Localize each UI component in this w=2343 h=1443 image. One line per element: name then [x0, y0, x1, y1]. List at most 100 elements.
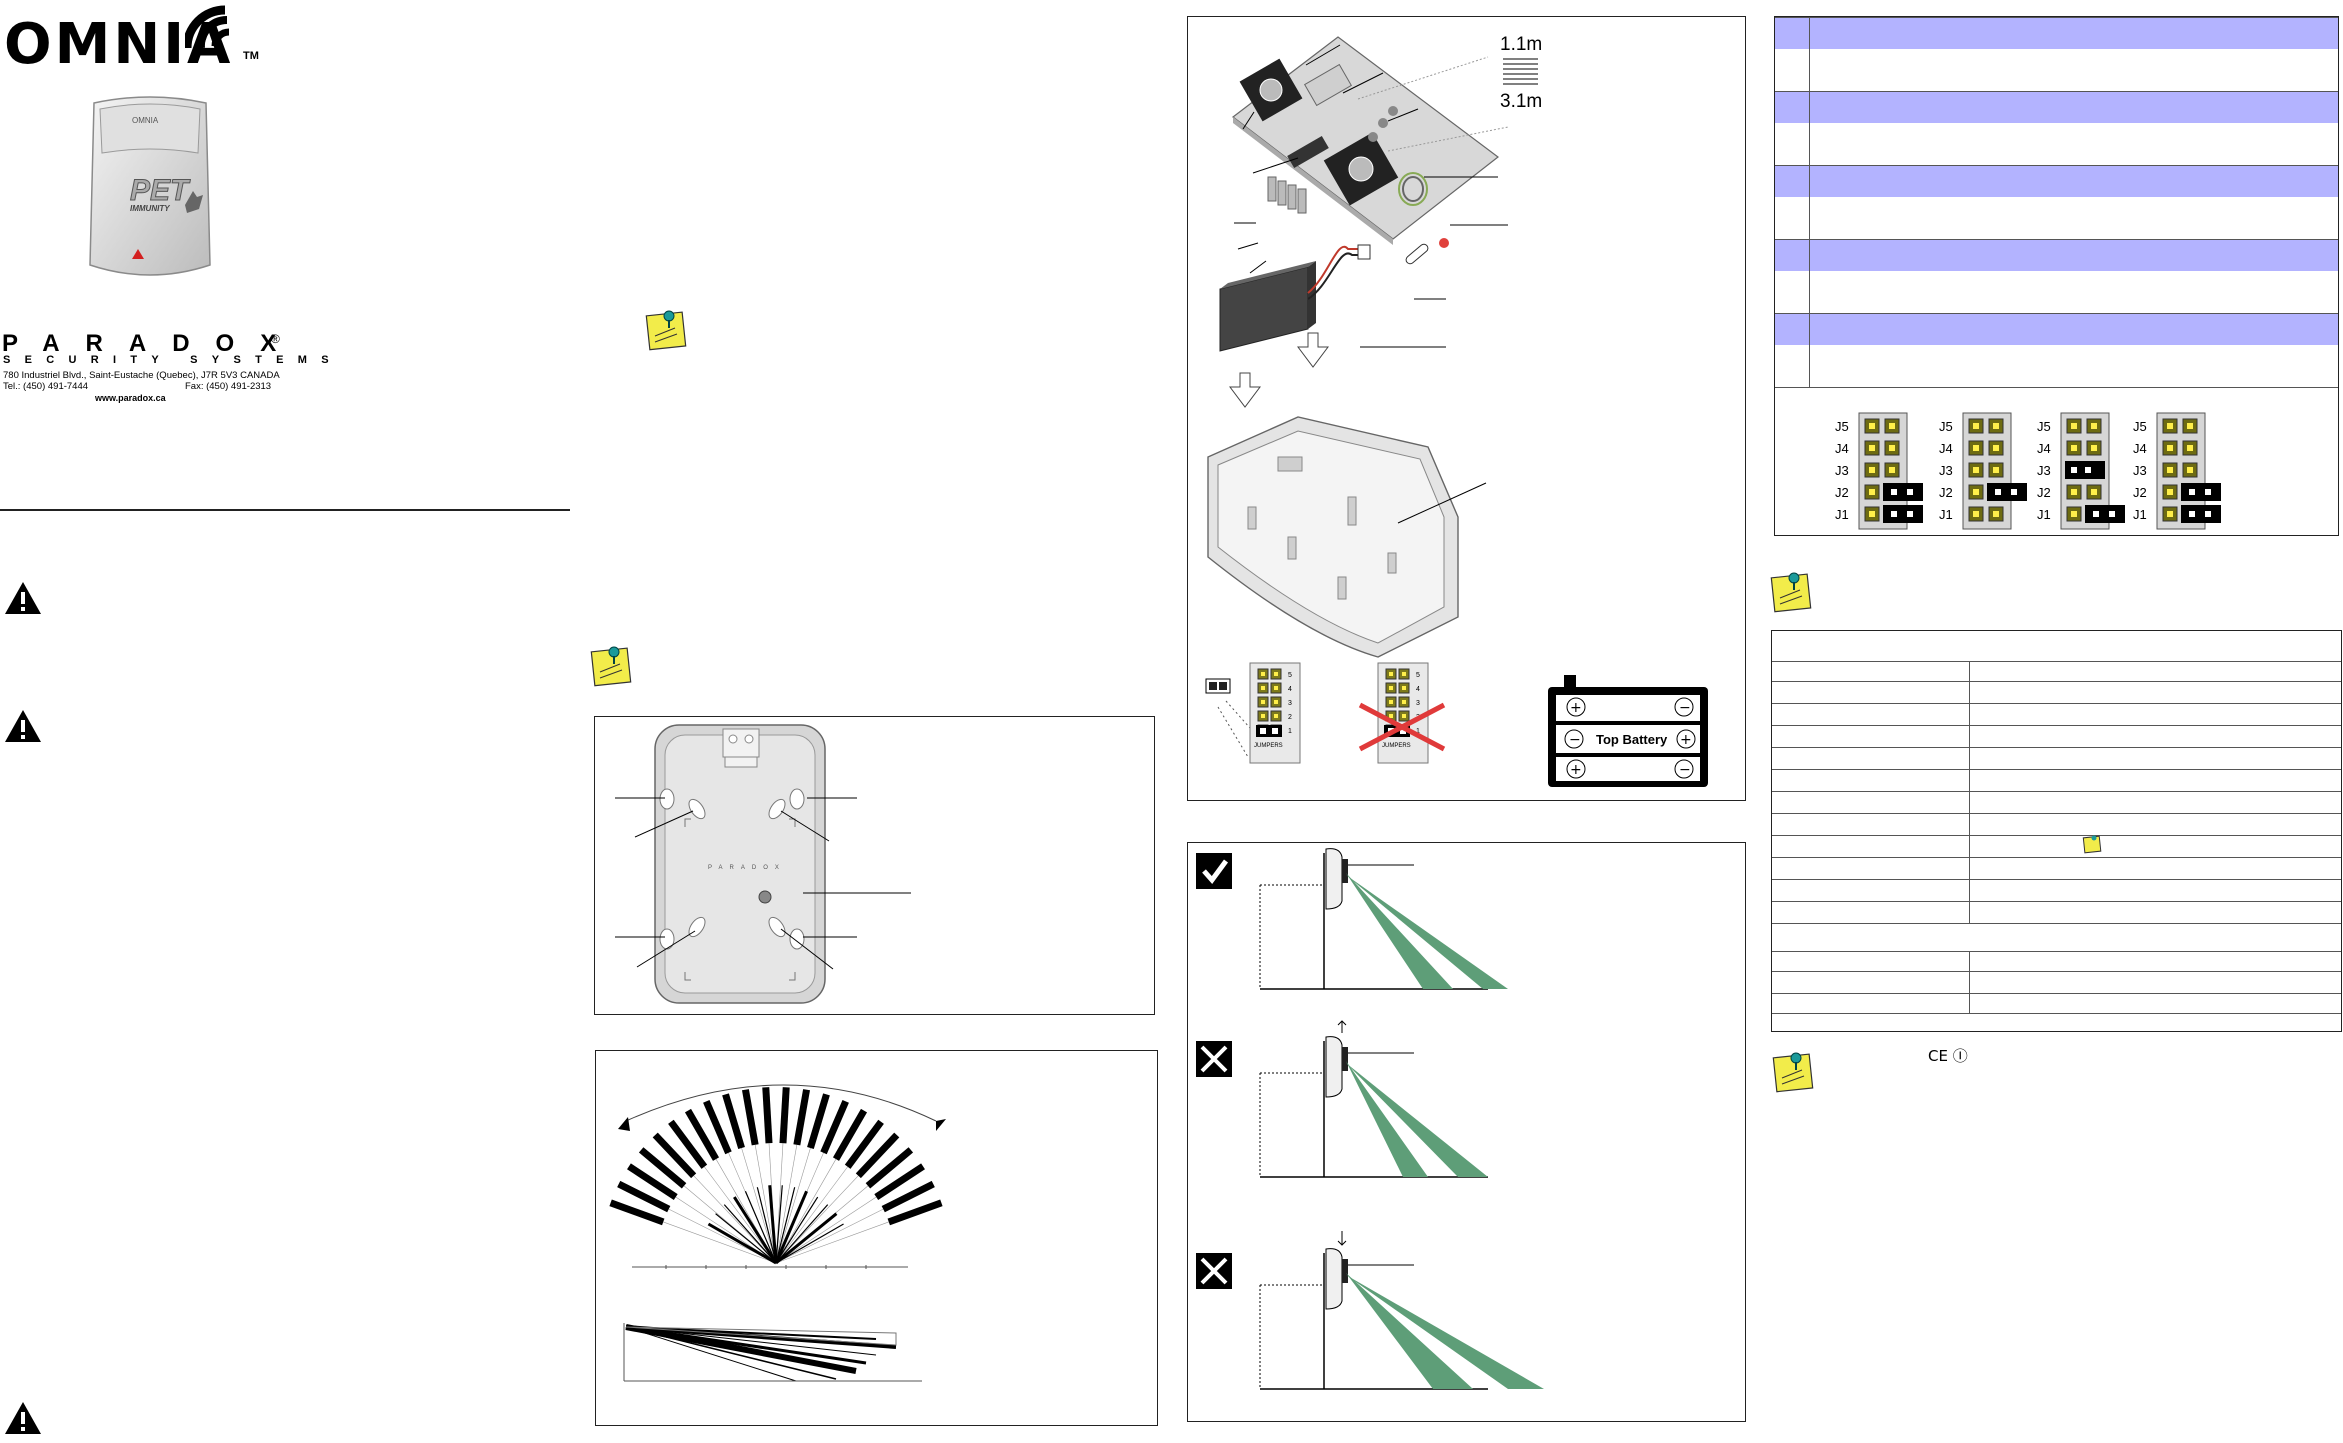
mounting-correct: [1196, 848, 1508, 990]
top-beam-segment: [722, 1093, 745, 1150]
jumpers-caption: JUMPERS: [1254, 743, 1283, 749]
table-body-row: [1775, 271, 2338, 314]
top-beam-segment: [762, 1087, 773, 1144]
svg-text:5: 5: [1288, 672, 1292, 679]
spec-row: [1772, 857, 2341, 880]
near-beam: [774, 1190, 808, 1264]
table-body-row: [1775, 345, 2338, 388]
paradox-web: www.paradox.ca: [95, 393, 166, 403]
pet-badge-sub: IMMUNITY: [130, 204, 170, 213]
svg-text:−: −: [1679, 762, 1691, 778]
specifications-table: [1771, 630, 2342, 1032]
spec-row: [1772, 725, 2341, 748]
backplate-figure: PARADOX: [594, 716, 1155, 1015]
note-icon: [2082, 835, 2102, 854]
table-header-row: [1775, 239, 2338, 273]
top-beam-segment: [855, 1132, 900, 1179]
paradox-name: PARADOX: [2, 330, 303, 357]
cross-icon: [1200, 1045, 1228, 1073]
warning-icon: [5, 582, 41, 614]
table-header-row: [1775, 91, 2338, 125]
beam-near: [1346, 1063, 1488, 1177]
jumper-label: J2: [1835, 485, 1849, 500]
top-beam-segment: [668, 1119, 708, 1169]
near-beam: [775, 1185, 783, 1264]
side-beam: [625, 1326, 837, 1380]
cover-divider: [0, 509, 570, 511]
top-view-beams: [609, 1087, 943, 1265]
jumper-label: J1: [2133, 507, 2147, 522]
backplate-diagram: PARADOX: [615, 724, 911, 1004]
top-beam-segment: [844, 1119, 884, 1169]
note-icon: [645, 310, 687, 351]
detector-brand-text: OMNIA: [132, 116, 159, 125]
omnia-tm: TM: [243, 50, 259, 62]
spec-row: [1772, 879, 2341, 902]
paradox-logo: PARADOX: [2, 330, 282, 358]
top-battery-label: Top Battery: [1596, 732, 1668, 747]
top-beam-segment: [881, 1180, 935, 1213]
svg-text:1: 1: [1288, 728, 1292, 735]
top-beam-segment: [617, 1180, 671, 1213]
top-beam-segment: [793, 1089, 811, 1146]
near-beam: [775, 1204, 829, 1264]
top-beam-segment: [865, 1147, 914, 1189]
jumper-label: J3: [1835, 463, 1849, 478]
top-beam-segment: [807, 1093, 830, 1150]
note-icon: [1770, 572, 1812, 613]
beam-near: [1346, 1275, 1544, 1389]
note-icon: [1772, 1052, 1814, 1093]
svg-text:5: 5: [1416, 672, 1420, 679]
jumper-label: J2: [1939, 485, 1953, 500]
top-beam-segment: [779, 1087, 790, 1144]
jumpers-caption-bad: JUMPERS: [1382, 743, 1411, 749]
svg-text:+: +: [1570, 700, 1582, 716]
top-beam-segment: [741, 1089, 759, 1146]
near-beam: [768, 1185, 778, 1264]
jumper-label: J3: [2133, 463, 2147, 478]
table-header-row: [1775, 313, 2338, 347]
detector-product-image: OMNIA PET IMMUNITY: [89, 96, 211, 276]
top-beam-segment: [652, 1132, 697, 1179]
paradox-address: 780 Industriel Blvd., Saint-Eustache (Qu…: [3, 370, 280, 381]
near-beam: [715, 1213, 777, 1264]
jumper-label: J3: [1939, 463, 1953, 478]
spec-row: [1772, 631, 2341, 662]
spec-row: [1772, 703, 2341, 726]
near-beam: [723, 1204, 777, 1264]
spec-row: [1772, 661, 2341, 682]
jumper-label: J4: [1939, 441, 1953, 456]
svg-text:3: 3: [1288, 700, 1292, 707]
mounting-diagram: [1196, 848, 1544, 1390]
paradox-tagline: SECURITY SYSTEMS: [3, 354, 343, 366]
check-icon: [1202, 859, 1229, 884]
near-beam: [707, 1222, 777, 1265]
side-beam: [625, 1326, 797, 1382]
jumper-label: J4: [2133, 441, 2147, 456]
mounting-incorrect: [1196, 1020, 1488, 1178]
top-beam-segment: [820, 1100, 849, 1155]
jumper-label: J2: [2037, 485, 2051, 500]
warning-icon: [5, 710, 41, 742]
warning-icon: [5, 1402, 41, 1434]
mount-height-min: 1.1m: [1500, 34, 1542, 55]
paradox-tel: Tel.: (450) 491-7444: [3, 381, 89, 392]
near-beam: [756, 1187, 777, 1264]
cover-column: OMNIA TM OMNIA PET IMMUNITY PARADOX ® SE…: [0, 0, 580, 1443]
top-beam-segment: [874, 1163, 925, 1200]
coverage-pattern-figure: [595, 1050, 1158, 1426]
spec-row: [1772, 951, 2341, 972]
spec-row: [1772, 971, 2341, 994]
note-icon: [590, 646, 632, 687]
spec-row: [1772, 791, 2341, 814]
svg-text:−: −: [1679, 700, 1691, 716]
svg-text:4: 4: [1416, 686, 1420, 693]
jumper-label: J2: [2133, 485, 2147, 500]
spec-row: [1772, 993, 2341, 1014]
omnia-signal-arcs: [185, 5, 230, 49]
